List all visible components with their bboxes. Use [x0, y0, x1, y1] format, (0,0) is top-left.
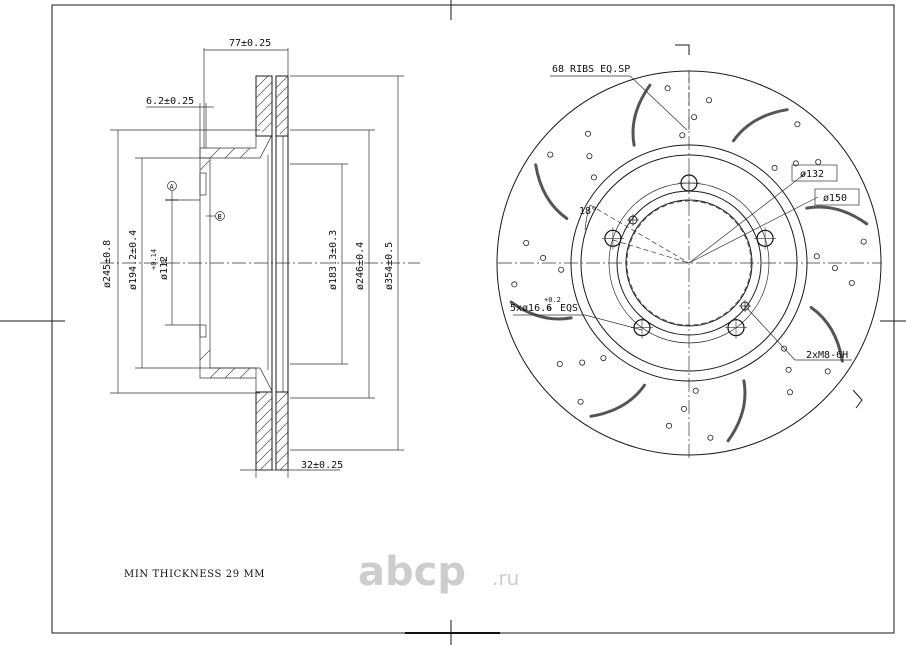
drilled-hole: [860, 238, 867, 245]
datum-b-marker: [206, 211, 225, 221]
drilled-hole: [785, 366, 792, 373]
drilled-hole: [558, 266, 565, 273]
bolt-holes: [601, 172, 777, 339]
slot-groove: [809, 306, 844, 363]
front-disc-view: [496, 44, 882, 458]
dim-dia-245: ø245±0.8: [102, 240, 113, 288]
drilled-hole: [813, 253, 820, 260]
drilled-hole: [706, 97, 713, 104]
drilled-hole: [824, 368, 831, 375]
slot-groove: [726, 379, 747, 443]
drilled-hole: [664, 85, 671, 92]
side-dimension-lines: [110, 48, 404, 478]
ribs-note: 68 RIBS EQ.SP: [552, 64, 630, 75]
datum-a-marker: [165, 181, 178, 201]
dim-dia-246: ø246±0.4: [355, 242, 366, 290]
pcd-label: ø132: [800, 169, 824, 180]
drilled-hole: [511, 281, 518, 288]
datum-b-label: B: [218, 213, 222, 221]
dim-overall-width: 77±0.25: [229, 38, 271, 49]
dim-hat-offset: 6.2±0.25: [146, 96, 194, 107]
min-thickness-note: MIN THICKNESS 29 MM: [124, 569, 265, 580]
angle-label: 18°: [579, 206, 597, 217]
dim-disc-thickness: 32±0.25: [301, 460, 343, 471]
center-bore-label: ø150: [823, 193, 847, 204]
drilled-hole: [556, 360, 563, 367]
abcp-watermark: abcp .ru: [358, 549, 519, 595]
bolt-holes-label: 5xø16.6: [510, 303, 552, 314]
bolt-holes-suffix: EQS: [560, 303, 578, 314]
drilled-hole: [523, 239, 530, 246]
drilled-hole: [586, 153, 593, 160]
dim-dia-183: ø183.3±0.3: [328, 230, 339, 290]
slot-groove: [732, 108, 789, 143]
drilled-hole: [848, 279, 855, 286]
drilled-hole: [781, 345, 788, 352]
datum-a-label: A: [170, 183, 175, 191]
drilled-hole: [771, 164, 778, 171]
slot-grooves: [509, 83, 869, 443]
slot-groove: [589, 383, 646, 418]
drilled-hole: [707, 434, 714, 441]
drilled-hole: [540, 254, 547, 261]
drilled-hole: [547, 151, 554, 158]
drilled-hole: [577, 398, 584, 405]
watermark-logo: abcp: [358, 549, 466, 595]
drilled-hole: [680, 405, 687, 412]
watermark-suffix: .ru: [492, 566, 519, 590]
dim-dia-354: ø354±0.5: [384, 242, 395, 290]
slot-groove: [805, 205, 869, 226]
section-hatching: [199, 75, 289, 471]
drilled-hole: [579, 359, 586, 366]
side-section-view: [100, 48, 420, 478]
dim-dia-112-tol-lower: 0: [160, 260, 168, 264]
drilled-hole: [585, 130, 592, 137]
threaded-holes-label: 2xM8-6H: [806, 350, 848, 361]
drilled-hole: [794, 121, 801, 128]
dim-dia-112-tol-upper: +0.14: [150, 249, 158, 270]
drilled-hole: [792, 160, 799, 167]
drilled-hole: [590, 174, 597, 181]
slot-groove: [509, 300, 573, 321]
dim-dia-112: ø112: [159, 256, 170, 280]
drilled-hole: [815, 158, 822, 165]
drilled-hole: [831, 265, 838, 272]
drilled-holes: [511, 85, 867, 441]
drilled-hole: [666, 422, 673, 429]
drilled-hole: [600, 355, 607, 362]
drilled-hole: [787, 389, 794, 396]
slot-groove: [631, 83, 652, 147]
slot-groove: [534, 163, 569, 220]
front-leaders: [513, 72, 860, 361]
drilled-hole: [692, 387, 699, 394]
drilled-hole: [691, 114, 698, 121]
bolt-holes-tol-upper: +0.2: [544, 296, 561, 304]
dim-dia-194: ø194.2±0.4: [128, 230, 139, 290]
drilled-hole: [679, 132, 686, 139]
bolt-holes-tol-lower: 0: [547, 305, 551, 313]
